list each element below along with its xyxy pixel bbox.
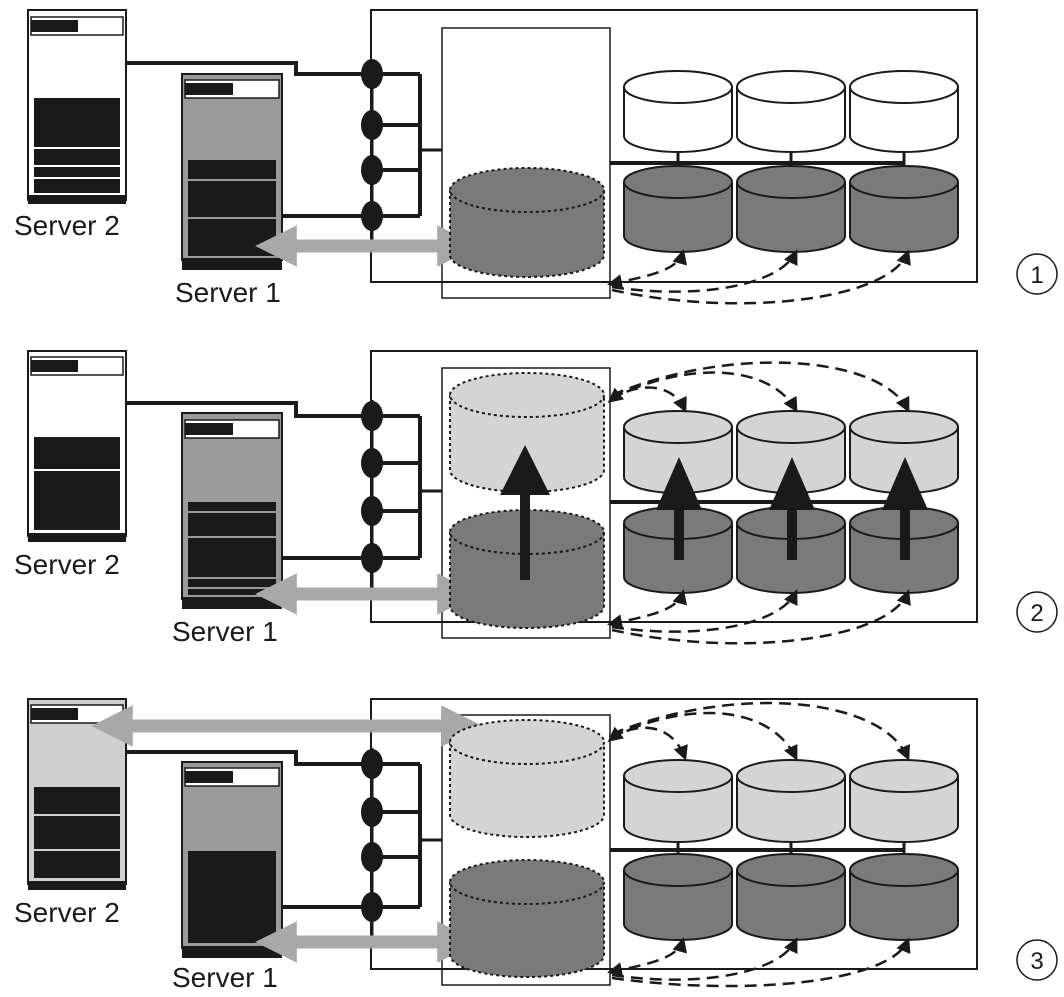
physical-disks-top-row [623, 70, 959, 153]
server-2-label: Server 2 [14, 210, 120, 241]
step-number: 3 [1030, 948, 1043, 975]
step-marker-1 [1016, 253, 1058, 295]
migration-arrows [500, 445, 928, 580]
server-2-cable [126, 750, 372, 766]
panel-1: Server 2 Server 1 1 [14, 9, 1058, 308]
server-2-cable [126, 61, 372, 76]
server-2-label: Server 2 [14, 897, 120, 928]
server-1-tower [181, 73, 283, 270]
virtual-disk-old [449, 859, 605, 978]
server-2-tower [27, 698, 127, 890]
mapping-arrows [607, 249, 911, 305]
server-2-tower [27, 350, 127, 542]
server-2-cable [126, 401, 372, 418]
step-marker-2 [1016, 591, 1058, 633]
server-1-tower [181, 412, 283, 609]
server-1-label: Server 1 [172, 616, 278, 647]
panel-2: Server 2 Server 1 2 [14, 350, 1058, 647]
server-1-label: Server 1 [175, 277, 281, 308]
step-marker-3 [1016, 939, 1058, 981]
mapping-arrows [607, 701, 911, 988]
step-number: 1 [1030, 262, 1043, 289]
step-number: 2 [1030, 600, 1043, 627]
physical-disks-top-row [623, 759, 959, 843]
server-2-tower [27, 9, 127, 204]
mapping-arrows [607, 361, 911, 645]
panel-3: Server 2 Server 1 3 [14, 698, 1058, 993]
virtual-disk-new [449, 719, 605, 838]
physical-disks-bottom-row [623, 165, 959, 253]
server-2-label: Server 2 [14, 549, 120, 580]
virtual-disk-new [449, 372, 605, 493]
virtual-disk [449, 167, 605, 278]
physical-disks-bottom-row [623, 853, 959, 941]
server-1-label: Server 1 [172, 962, 278, 993]
server-1-tower [181, 761, 283, 958]
